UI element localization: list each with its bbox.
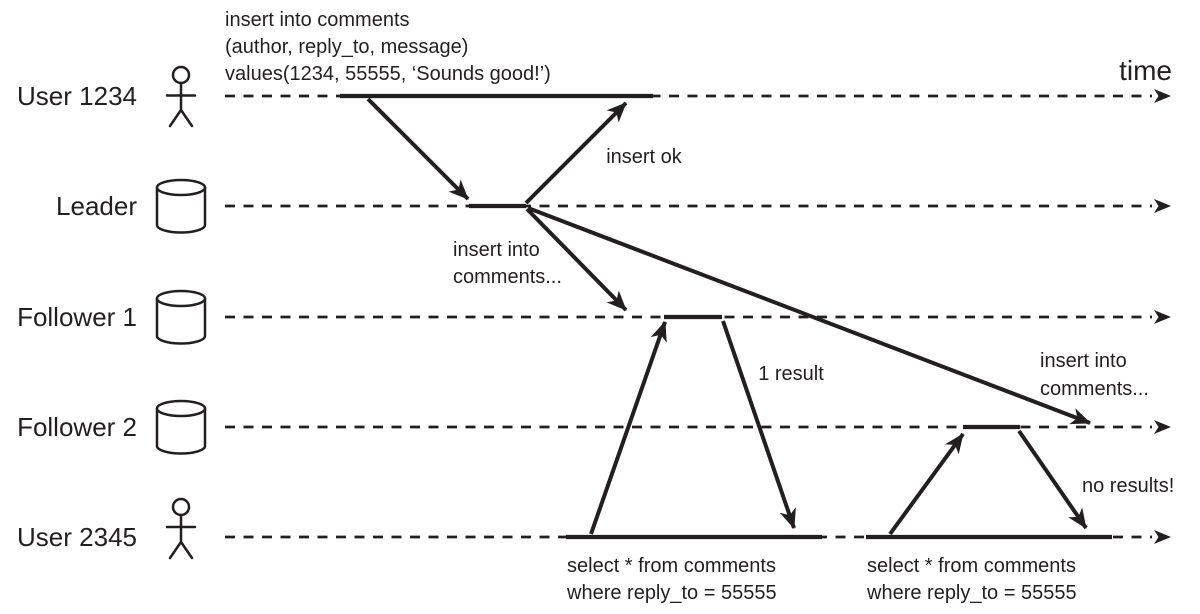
arrow-insert-ok [524, 101, 628, 205]
timeline-arrow-icon [1154, 89, 1171, 103]
person-icon [165, 65, 197, 128]
select-query1-line1: select * from comments [567, 555, 776, 577]
database-icon [155, 178, 207, 234]
arrow-query2-result [1017, 429, 1088, 530]
replicate-f2-label-line2: comments... [1040, 378, 1149, 400]
insert-ok-label: insert ok [606, 146, 683, 168]
no-results-label: no results! [1082, 475, 1174, 497]
timeline-follower-2 [225, 420, 1171, 434]
timeline-arrow-icon [1154, 199, 1171, 213]
busy-segments [340, 93, 1112, 540]
replicate-f1-label-line2: comments... [453, 266, 562, 288]
arrow-query2-up [888, 432, 965, 536]
timeline-arrow-icon [1154, 420, 1171, 434]
insert-statement-line2: (author, reply_to, message) [225, 36, 468, 58]
time-axis-label: time [1119, 55, 1172, 86]
arrow-replicate-follower2 [527, 206, 1091, 425]
replicate-f1-label-line1: insert into [453, 239, 540, 261]
arrow-replicate-follower1 [525, 207, 628, 312]
person-icon [165, 497, 197, 560]
replicate-f2-label-line1: insert into [1040, 350, 1127, 372]
insert-statement-line1: insert into comments [225, 9, 410, 31]
select-query2-line2: where reply_to = 55555 [866, 582, 1077, 604]
database-icon [155, 289, 207, 345]
actor-label-user-1234: User 1234 [17, 81, 137, 111]
actor-label-follower-2: Follower 2 [17, 412, 137, 442]
timeline-arrow-icon [1154, 310, 1171, 324]
insert-statement-line3: values(1234, 55555, ‘Sounds good!’) [225, 63, 551, 85]
message-arrows [366, 97, 1091, 536]
database-icon [155, 399, 207, 455]
arrow-insert-to-leader [366, 97, 470, 201]
arrow-query1-up [589, 321, 667, 535]
arrow-query1-result [721, 320, 796, 529]
actor-label-leader: Leader [56, 191, 137, 221]
select-query2-line1: select * from comments [867, 555, 1076, 577]
one-result-label: 1 result [758, 363, 824, 385]
timeline-arrow-icon [1154, 530, 1171, 544]
actor-label-user-2345: User 2345 [17, 522, 137, 552]
actor-label-follower-1: Follower 1 [17, 302, 137, 332]
select-query1-line2: where reply_to = 55555 [566, 582, 777, 604]
timeline-leader [225, 199, 1171, 213]
